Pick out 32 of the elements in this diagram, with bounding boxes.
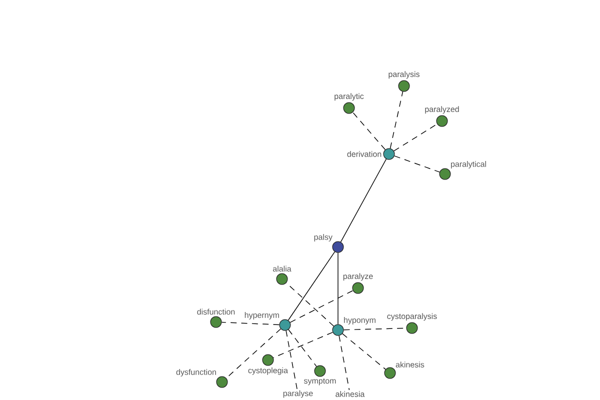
- node-label: dysfunction: [176, 369, 216, 376]
- node-label: paralytical: [451, 161, 486, 168]
- node-label: akinesis: [396, 362, 424, 368]
- node-label: akinesia: [336, 391, 365, 397]
- dashed-line: [390, 91, 404, 149]
- dashed-line: [352, 112, 386, 150]
- dashed-line: [290, 290, 354, 323]
- node-label: hypernym: [244, 312, 279, 320]
- node-label: paralytic: [334, 93, 364, 101]
- node-label: cystoparalysis: [387, 313, 437, 321]
- dashed-line: [286, 330, 298, 390]
- dashed-line: [221, 322, 280, 326]
- node-label: paralysis: [388, 71, 420, 79]
- dashed-line: [226, 328, 282, 378]
- node-label: paralyzed: [425, 106, 459, 114]
- node-label: cystoplegia: [248, 367, 288, 375]
- dashed-line: [394, 156, 440, 172]
- dashed-line: [342, 333, 386, 370]
- dashed-line: [338, 335, 350, 390]
- dashed-line: [394, 124, 438, 152]
- node-label: derivation: [347, 151, 382, 157]
- connector-line: [340, 158, 387, 242]
- dashed-line: [272, 332, 334, 358]
- connector-line: [288, 251, 336, 321]
- node-label: palsy: [314, 234, 332, 242]
- node-label: paralyse: [283, 390, 313, 398]
- node-label: hyponym: [344, 317, 376, 324]
- node-label: paralyze: [343, 273, 373, 281]
- node-label: alalia: [273, 266, 292, 272]
- dashed-line: [288, 329, 317, 367]
- node-label: disfunction: [197, 308, 235, 315]
- node-label: symptom: [304, 378, 336, 386]
